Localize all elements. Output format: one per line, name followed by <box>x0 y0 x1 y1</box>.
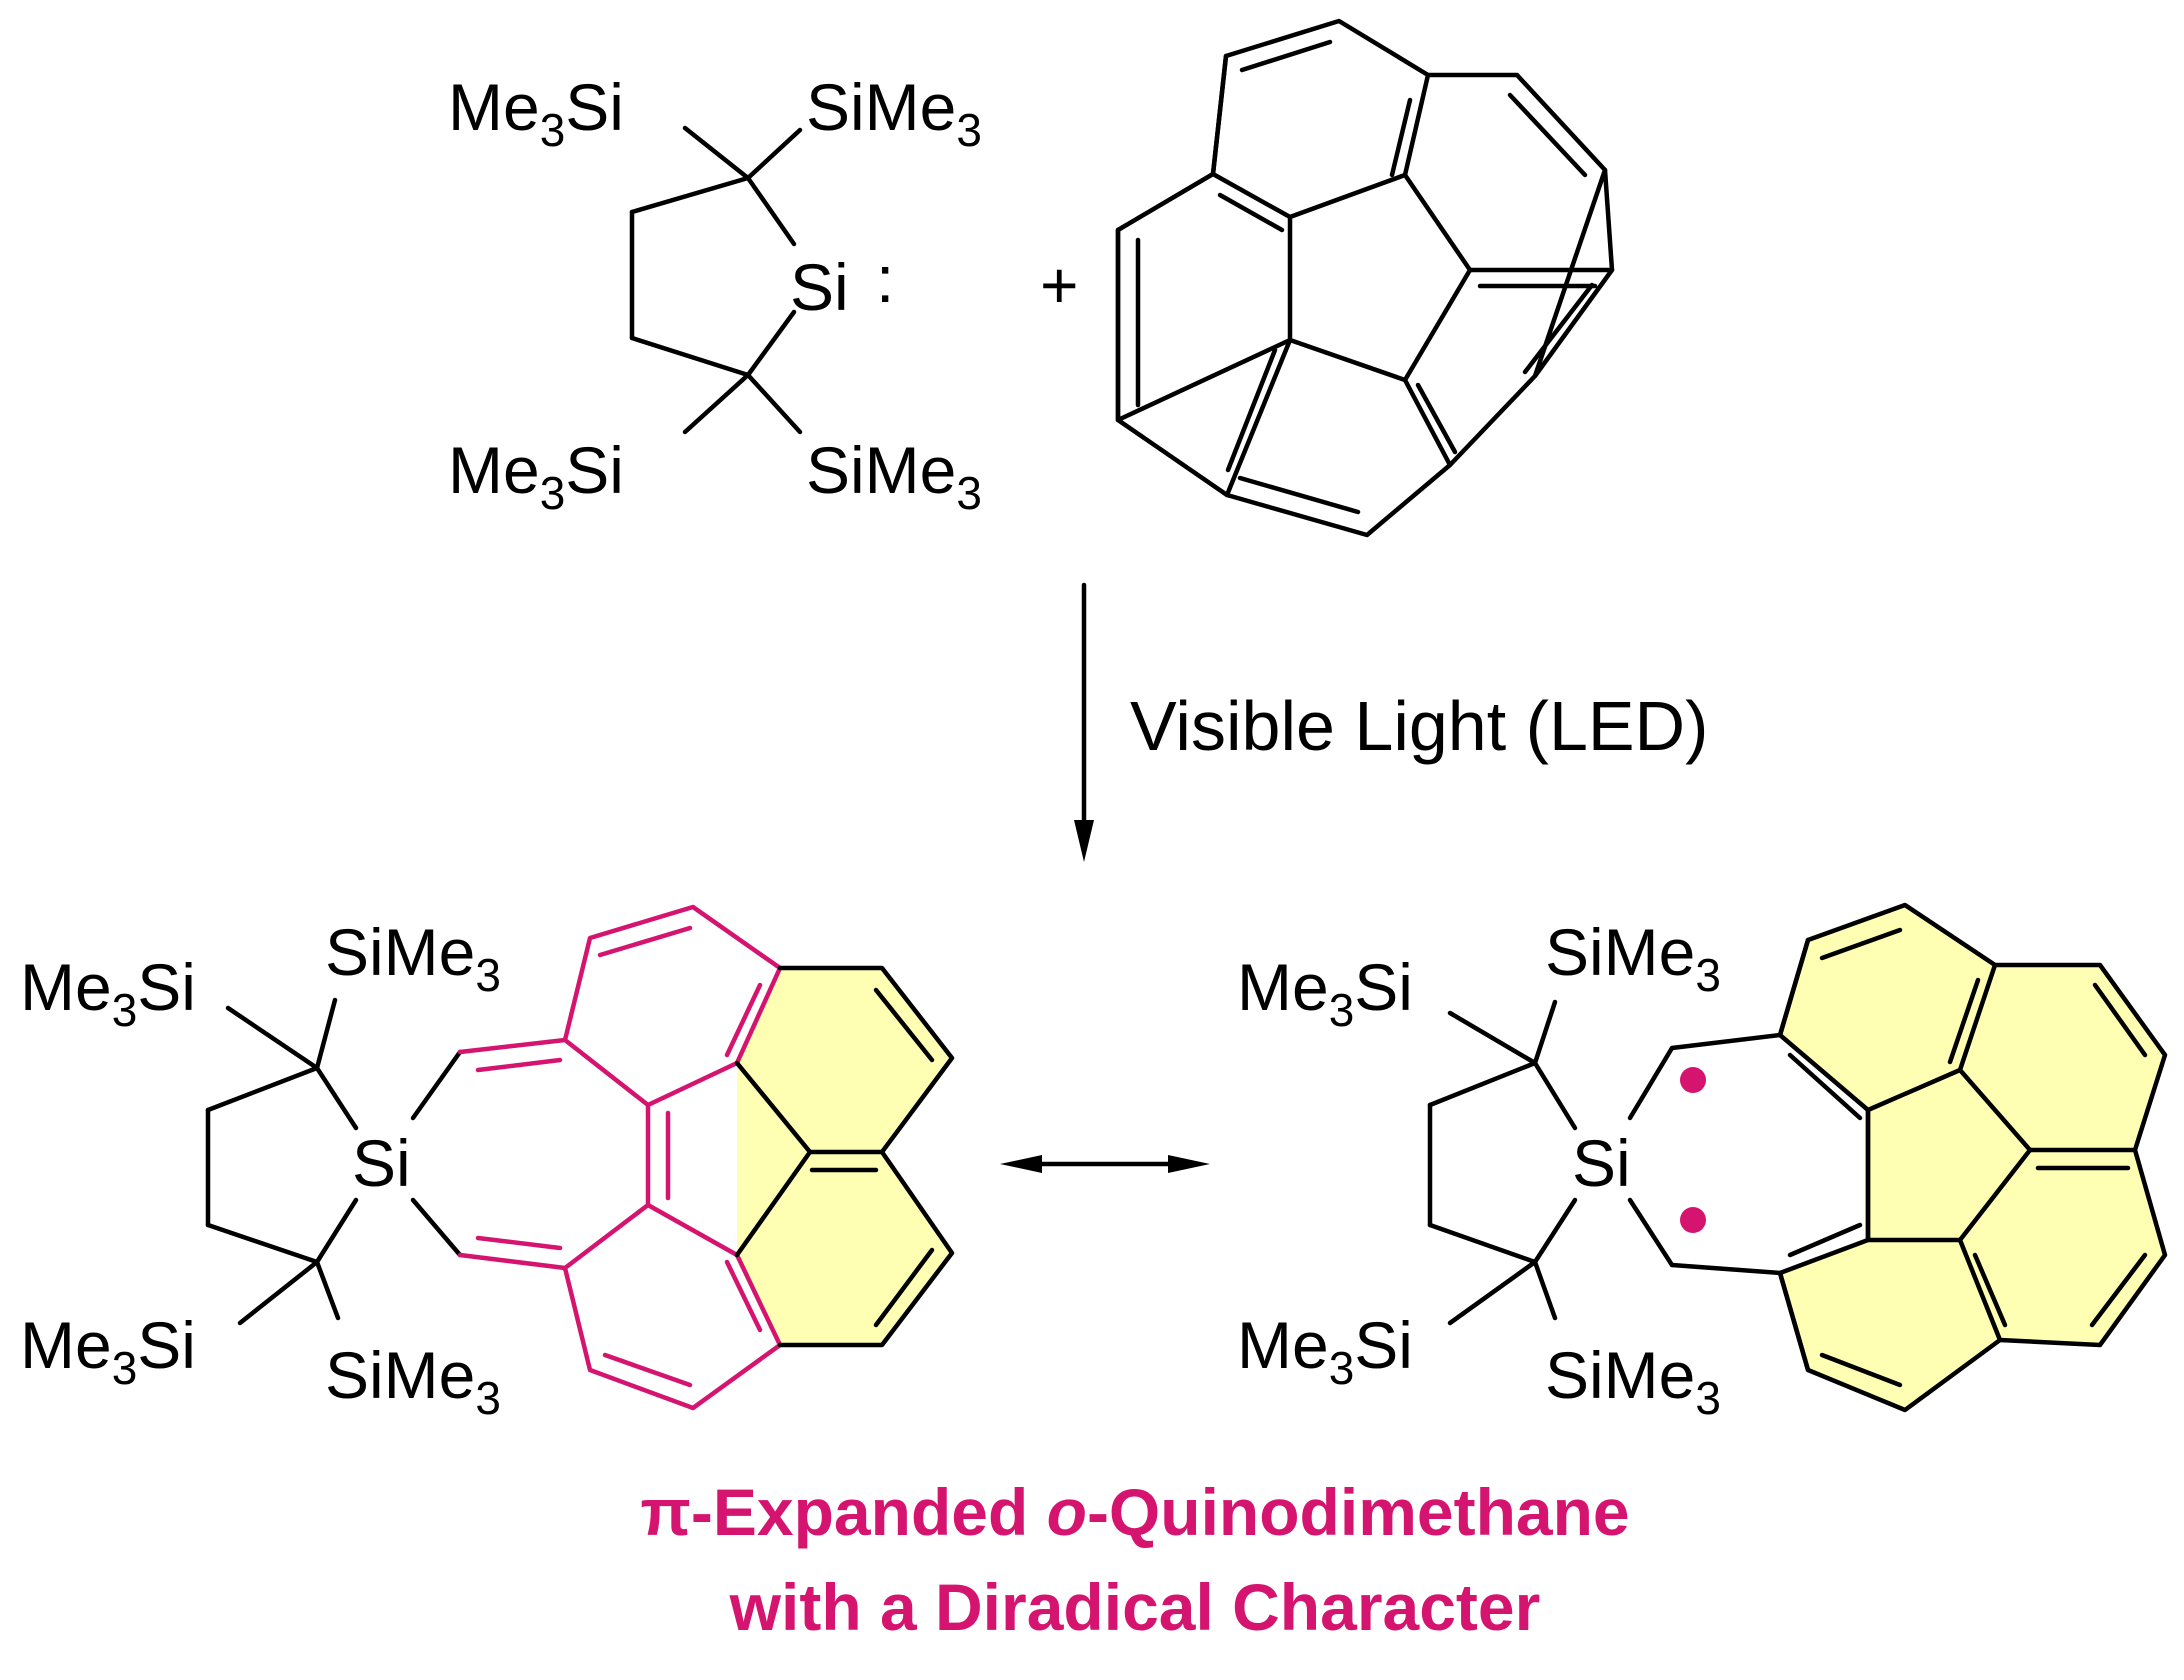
label-sime3-bottom: SiMe3 <box>806 433 982 519</box>
radical-dot-bottom <box>1680 1207 1706 1233</box>
plus-sign: + <box>1040 248 1079 322</box>
label-me3si-bottom: Me3Si <box>448 433 624 519</box>
label-me3si-top: Me3Si <box>20 950 196 1036</box>
label-sime3-top: SiMe3 <box>806 70 982 156</box>
label-sime3-bottom: SiMe3 <box>325 1338 501 1424</box>
reaction-arrow <box>1074 582 1094 862</box>
silylene-structure: Me3Si SiMe3 Si : Me3Si SiMe3 <box>448 70 982 519</box>
resonance-arrow <box>1000 1155 1210 1173</box>
reaction-condition: Visible Light (LED) <box>1130 687 1708 765</box>
label-si-center: Si <box>1572 1126 1631 1200</box>
product-left-structure: Me3Si SiMe3 Si Me3Si SiMe3 <box>20 904 955 1424</box>
corannulene-structure <box>1115 18 1615 538</box>
lone-pair: : <box>876 242 894 316</box>
label-sime3-top: SiMe3 <box>1545 915 1721 1001</box>
label-me3si-top: Me3Si <box>1237 950 1413 1036</box>
caption-line-2: with a Diradical Character <box>729 1570 1541 1644</box>
label-si-center: Si <box>790 250 849 324</box>
caption-line-1: π-Expanded o-Quinodimethane <box>640 1475 1629 1549</box>
label-sime3-bottom: SiMe3 <box>1545 1338 1721 1424</box>
label-si-center: Si <box>352 1126 411 1200</box>
label-me3si-top: Me3Si <box>448 70 624 156</box>
label-me3si-bottom: Me3Si <box>1237 1308 1413 1394</box>
label-sime3-top: SiMe3 <box>325 915 501 1001</box>
label-me3si-bottom: Me3Si <box>20 1308 196 1394</box>
radical-dot-top <box>1680 1067 1706 1093</box>
product-right-structure: Me3Si SiMe3 Si Me3Si SiMe3 <box>1237 902 2168 1424</box>
